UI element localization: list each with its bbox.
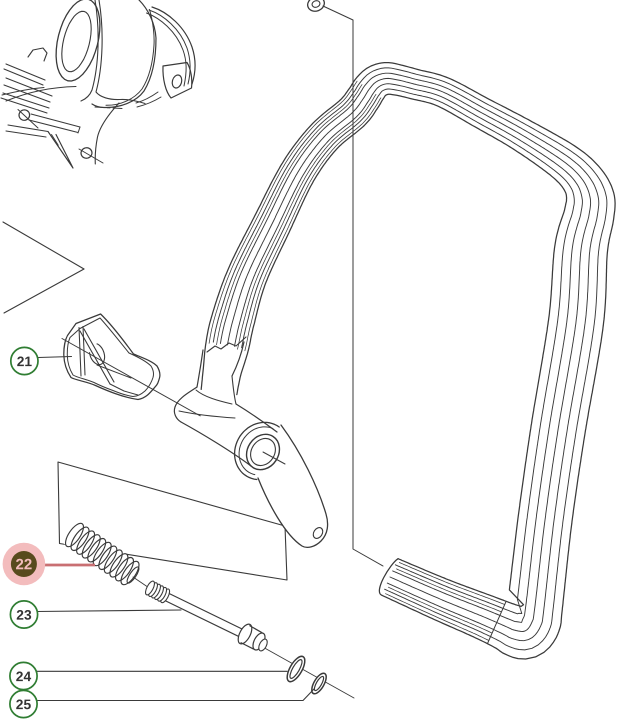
- svg-text:22: 22: [16, 556, 33, 573]
- svg-text:21: 21: [17, 354, 33, 369]
- svg-text:24: 24: [16, 669, 32, 684]
- svg-text:25: 25: [16, 697, 32, 712]
- svg-text:23: 23: [16, 608, 32, 623]
